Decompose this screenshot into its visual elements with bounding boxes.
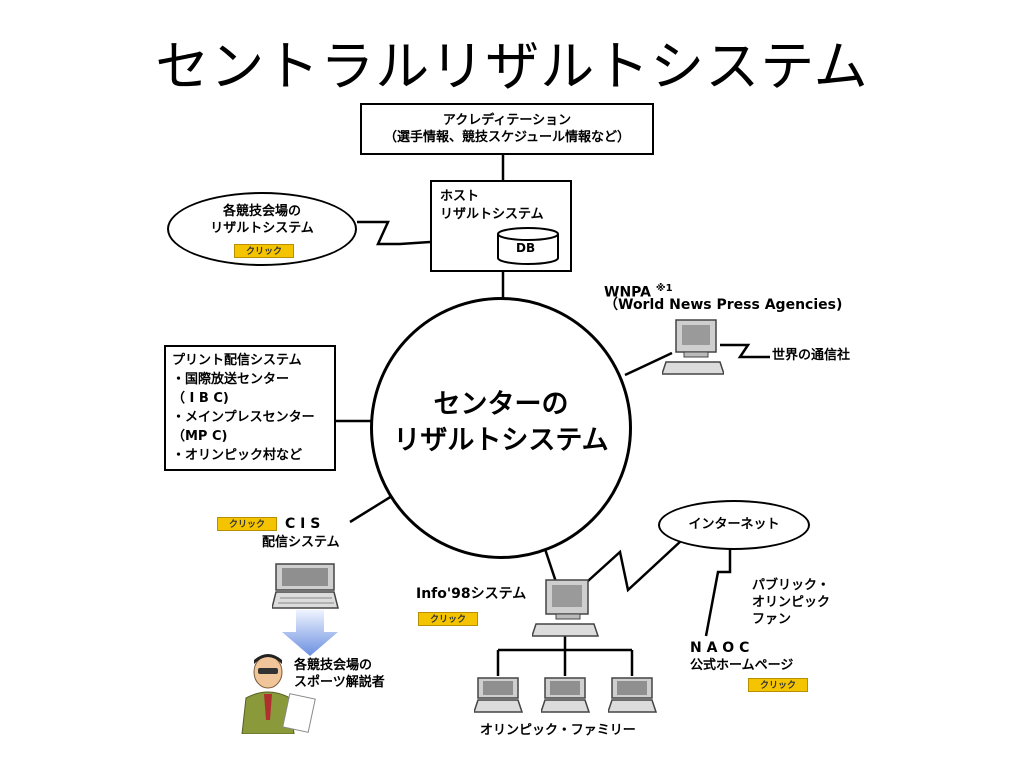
commentator-line1: 各競技会場の bbox=[294, 658, 373, 673]
cis-line2: 配信システム bbox=[262, 535, 340, 550]
database-icon bbox=[497, 227, 559, 265]
commentator-line2: スポーツ解説者 bbox=[294, 675, 385, 690]
family-laptop-icon bbox=[608, 677, 658, 713]
host-line1: ホスト bbox=[440, 189, 480, 204]
wnpa-name: WNPA bbox=[604, 284, 651, 301]
print-line-2: （ I B C) bbox=[172, 391, 229, 406]
db-label: DB bbox=[516, 241, 536, 255]
wnpa-full-name: （World News Press Agencies) bbox=[604, 297, 843, 313]
print-line-1: ・国際放送センター bbox=[172, 372, 290, 387]
venue-result-system: 各競技会場の リザルトシステム bbox=[167, 192, 357, 266]
commentator-person-icon bbox=[241, 654, 316, 734]
naoc-click-button[interactable]: クリック bbox=[748, 678, 808, 692]
info98-click-button[interactable]: クリック bbox=[418, 612, 478, 626]
host-result-system-box: ホスト リザルトシステム DB bbox=[430, 180, 572, 272]
internet-cloud: インターネット bbox=[658, 500, 810, 550]
center-line1: センターの bbox=[433, 389, 569, 420]
public-fan-line2: オリンピック bbox=[752, 595, 831, 610]
olympic-family-label: オリンピック・ファミリー bbox=[480, 723, 636, 738]
wnpa-label: WNPA ※1 bbox=[604, 280, 673, 302]
info98-label: Info'98システム bbox=[416, 586, 527, 602]
page-title: セントラルリザルトシステム bbox=[155, 35, 869, 98]
print-line-4: （MP C) bbox=[172, 429, 228, 444]
print-line-0: プリント配信システム bbox=[172, 353, 302, 368]
host-line2: リザルトシステム bbox=[440, 207, 544, 222]
center-line2: リザルトシステム bbox=[393, 425, 609, 456]
laptop-icon bbox=[272, 563, 339, 609]
internet-label: インターネット bbox=[688, 517, 780, 532]
naoc-line2: 公式ホームページ bbox=[690, 658, 794, 673]
family-laptop-icon bbox=[474, 677, 524, 713]
venue-click-button[interactable]: クリック bbox=[234, 244, 294, 258]
cis-click-button[interactable]: クリック bbox=[217, 517, 277, 531]
naoc-line1: N A O C bbox=[690, 640, 750, 656]
accreditation-line2: （選手情報、競技スケジュール情報など） bbox=[383, 130, 631, 145]
cis-line1: C I S bbox=[285, 516, 321, 532]
center-result-system: センターの リザルトシステム bbox=[370, 297, 632, 559]
public-fan-line1: パブリック・ bbox=[752, 578, 830, 593]
public-fan-line3: ファン bbox=[752, 612, 792, 627]
venue-line1: 各競技会場の bbox=[222, 204, 301, 219]
print-line-5: ・オリンピック村など bbox=[172, 448, 303, 463]
accreditation-line1: アクレディテーション bbox=[442, 113, 572, 128]
world-news-agencies: 世界の通信社 bbox=[772, 348, 851, 363]
family-laptop-icon bbox=[541, 677, 591, 713]
venue-line2: リザルトシステム bbox=[210, 221, 314, 236]
wnpa-footnote: ※1 bbox=[655, 283, 673, 294]
print-line-3: ・メインプレスセンター bbox=[172, 410, 315, 425]
computer-icon bbox=[662, 319, 724, 375]
accreditation-box: アクレディテーション （選手情報、競技スケジュール情報など） bbox=[360, 103, 654, 155]
down-arrow-icon bbox=[282, 610, 338, 656]
info98-computer-icon bbox=[532, 579, 600, 637]
print-distribution-box: プリント配信システム ・国際放送センター （ I B C) ・メインプレスセンタ… bbox=[164, 345, 336, 471]
